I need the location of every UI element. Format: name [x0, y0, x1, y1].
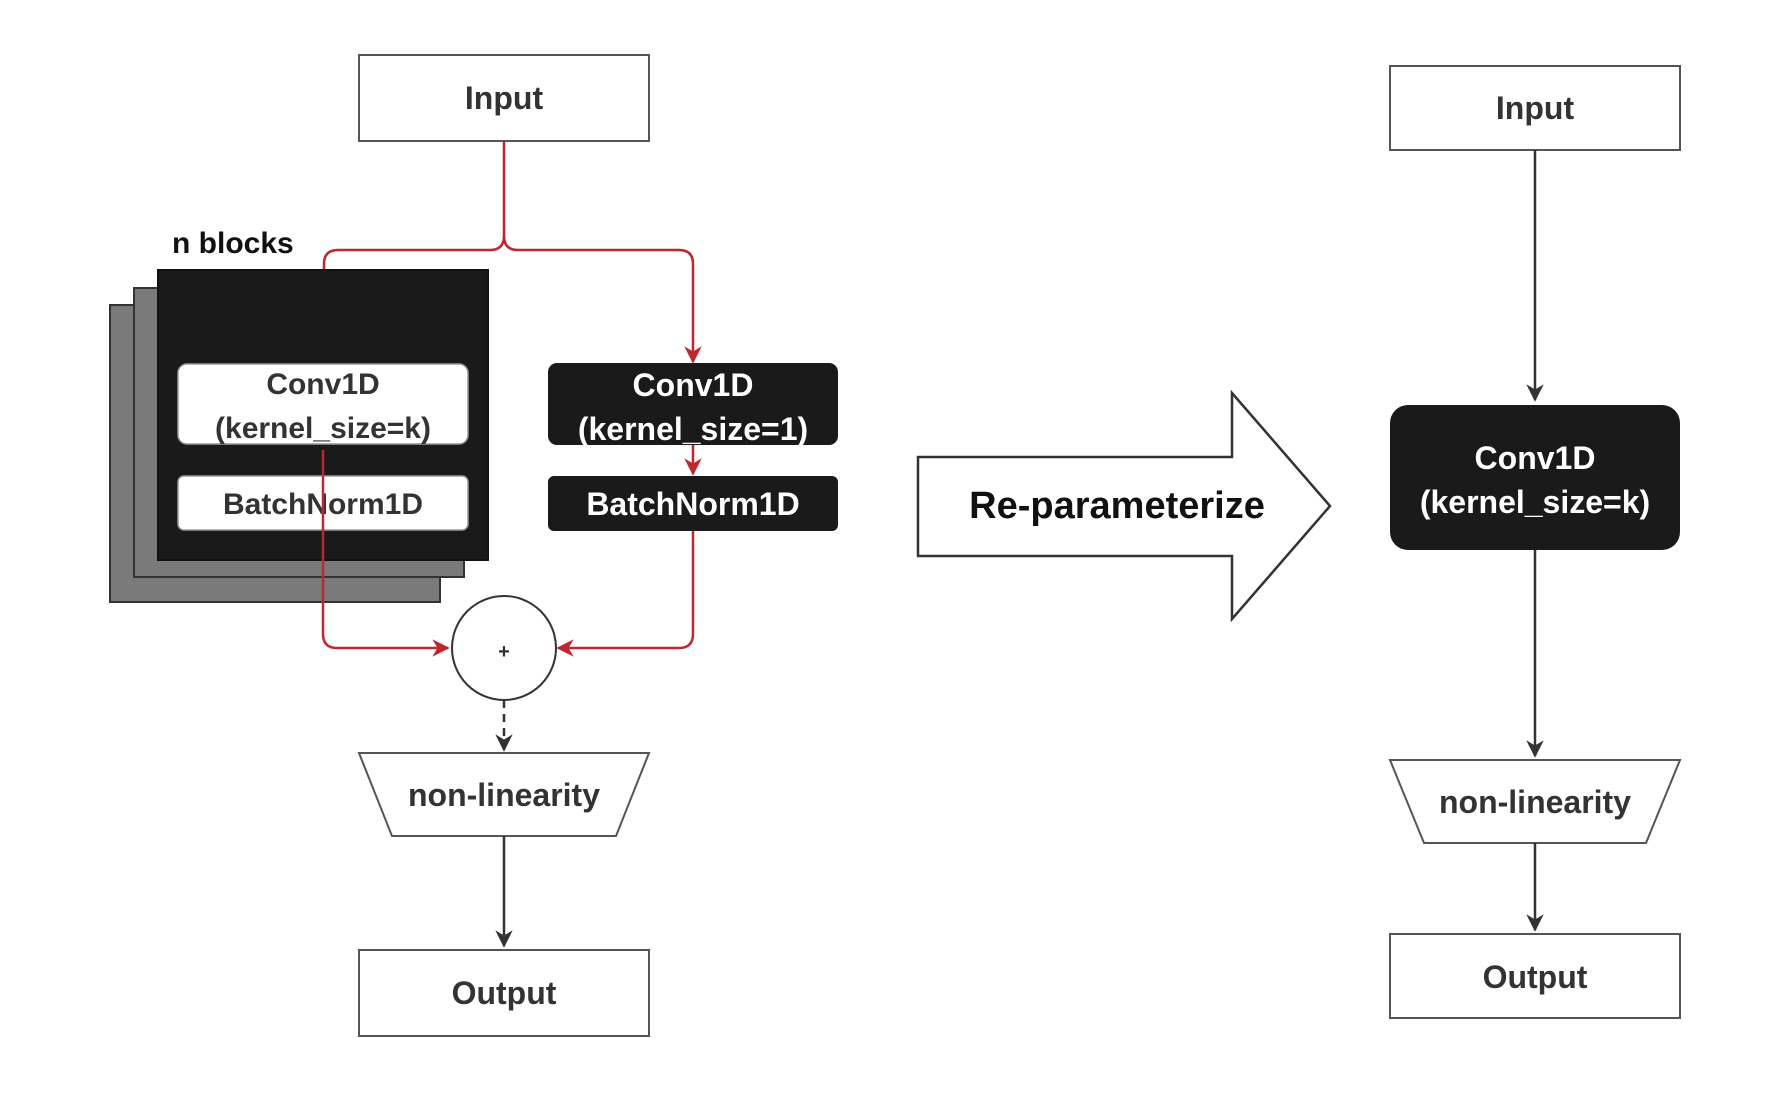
right-conv-line1: Conv1D — [1475, 440, 1596, 476]
left-activation-node: non-linearity — [357, 752, 651, 837]
conv-k-line2: (kernel_size=k) — [215, 412, 431, 445]
sum-node: + — [451, 595, 557, 701]
right-diagram: Input Conv1D (kernel_size=k) non-lineari… — [1388, 65, 1682, 1019]
right-output-node: Output — [1389, 933, 1681, 1019]
conv-k-line1: Conv1D — [266, 368, 379, 401]
sum-symbol: + — [498, 641, 510, 663]
left-output-label: Output — [452, 975, 557, 1011]
batchnorm-1-node: BatchNorm1D — [548, 476, 838, 531]
conv-1-line2: (kernel_size=1) — [578, 411, 808, 447]
sum-input-edges — [321, 450, 695, 657]
conv-1-node: Conv1D (kernel_size=1) — [548, 363, 838, 447]
input-split-edges — [315, 141, 702, 364]
right-activation-label: non-linearity — [1439, 784, 1631, 820]
conv-k-node: Conv1D (kernel_size=k) — [177, 363, 469, 445]
left-diagram: Input n blocks Conv1D (kernel_size=k) Ba… — [109, 54, 838, 1037]
right-conv-node: Conv1D (kernel_size=k) — [1390, 405, 1680, 550]
left-input-node: Input — [358, 54, 650, 142]
reparameterize-label: Re-parameterize — [969, 485, 1265, 527]
reparameterize-arrow: Re-parameterize — [916, 389, 1332, 623]
batchnorm-1-label: BatchNorm1D — [586, 486, 799, 522]
left-input-label: Input — [465, 80, 544, 116]
n-blocks-label: n blocks — [172, 227, 294, 260]
right-output-label: Output — [1483, 959, 1588, 995]
left-activation-label: non-linearity — [408, 777, 600, 813]
right-conv-line2: (kernel_size=k) — [1420, 484, 1650, 520]
right-activation-node: non-linearity — [1388, 759, 1682, 844]
conv-1-line1: Conv1D — [633, 367, 754, 403]
right-input-node: Input — [1389, 65, 1681, 151]
left-output-node: Output — [358, 949, 650, 1037]
right-input-label: Input — [1496, 90, 1575, 126]
